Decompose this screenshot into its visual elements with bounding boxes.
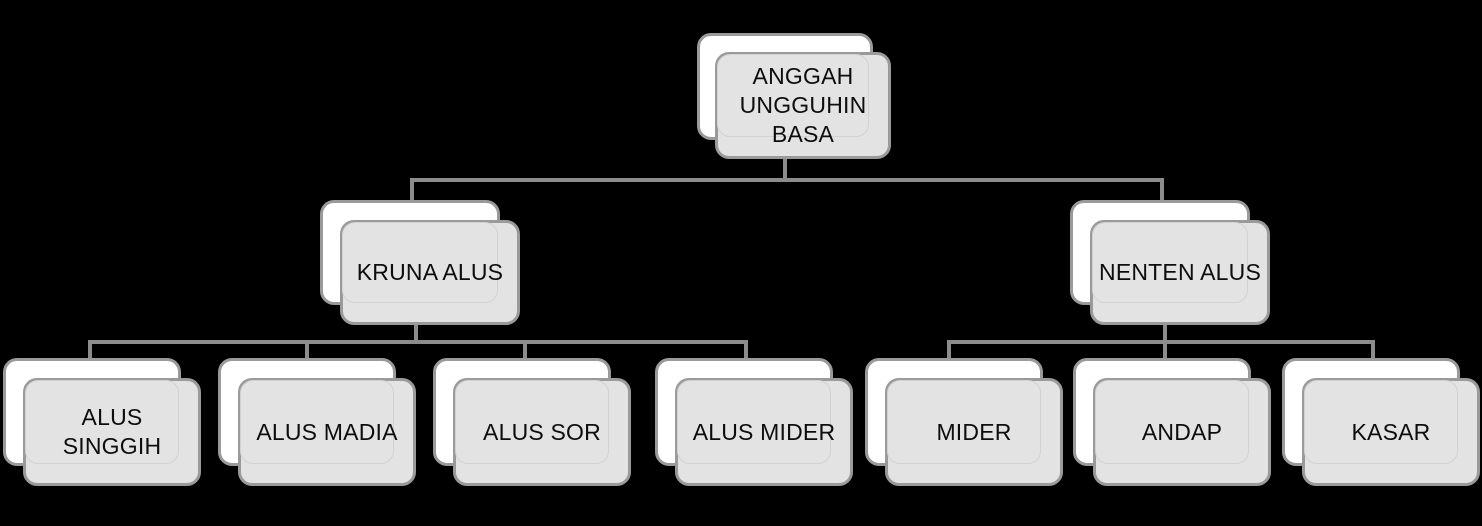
node-card-front[interactable]: NENTEN ALUS bbox=[1090, 220, 1270, 325]
node-card-front[interactable]: KASAR bbox=[1302, 378, 1480, 486]
connector-drop-mider bbox=[947, 340, 951, 364]
connector-drop-andap bbox=[1163, 340, 1167, 364]
connector-level1-bar bbox=[410, 178, 1164, 182]
node-card-front[interactable]: ALUS SINGGIH bbox=[23, 378, 201, 486]
node-label: ALUS MADIA bbox=[256, 418, 398, 445]
connector-kruna-alus-stem bbox=[414, 320, 418, 342]
node-label: MIDER bbox=[936, 418, 1012, 445]
node-card-front[interactable]: ANGGAH UNGGUHIN BASA bbox=[715, 52, 891, 159]
connector-root-stem bbox=[783, 158, 787, 180]
node-alus-sor[interactable]: ALUS SOR bbox=[433, 358, 631, 486]
connector-drop-alus-madia bbox=[305, 340, 309, 364]
node-alus-madia[interactable]: ALUS MADIA bbox=[218, 358, 416, 486]
connector-drop-kasar bbox=[1371, 340, 1375, 364]
connector-drop-kruna-alus bbox=[410, 178, 414, 202]
connector-nenten-alus-stem bbox=[1163, 320, 1167, 342]
node-label: ANDAP bbox=[1141, 418, 1223, 445]
node-alus-singgih[interactable]: ALUS SINGGIH bbox=[3, 358, 201, 486]
node-alus-mider[interactable]: ALUS MIDER bbox=[655, 358, 853, 486]
connector-drop-alus-sor bbox=[523, 340, 527, 364]
node-card-front[interactable]: ALUS MADIA bbox=[238, 378, 416, 486]
node-label: NENTEN ALUS bbox=[1099, 259, 1261, 285]
node-mider[interactable]: MIDER bbox=[865, 358, 1063, 486]
node-card-front[interactable]: ANDAP bbox=[1093, 378, 1271, 486]
node-label: KASAR bbox=[1351, 418, 1431, 445]
node-card-front[interactable]: KRUNA ALUS bbox=[340, 220, 520, 325]
node-anggah-ungguhin-basa[interactable]: ANGGAH UNGGUHIN BASA bbox=[697, 33, 893, 160]
node-label: ALUS SINGGIH bbox=[62, 404, 162, 459]
connector-kruna-alus-bar bbox=[88, 340, 748, 344]
node-nenten-alus[interactable]: NENTEN ALUS bbox=[1070, 200, 1270, 325]
node-kruna-alus[interactable]: KRUNA ALUS bbox=[320, 200, 520, 325]
node-kasar[interactable]: KASAR bbox=[1282, 358, 1480, 486]
node-label: ANGGAH UNGGUHIN BASA bbox=[739, 63, 867, 147]
node-label: ALUS SOR bbox=[483, 418, 601, 445]
node-label: KRUNA ALUS bbox=[356, 259, 504, 285]
node-label: ALUS MIDER bbox=[692, 418, 836, 445]
connector-nenten-alus-bar bbox=[947, 340, 1375, 344]
connector-drop-alus-singgih bbox=[88, 340, 92, 364]
node-andap[interactable]: ANDAP bbox=[1073, 358, 1271, 486]
connector-drop-alus-mider bbox=[744, 340, 748, 364]
connector-drop-nenten-alus bbox=[1160, 178, 1164, 202]
node-card-front[interactable]: ALUS MIDER bbox=[675, 378, 853, 486]
node-card-front[interactable]: ALUS SOR bbox=[453, 378, 631, 486]
node-card-front[interactable]: MIDER bbox=[885, 378, 1063, 486]
